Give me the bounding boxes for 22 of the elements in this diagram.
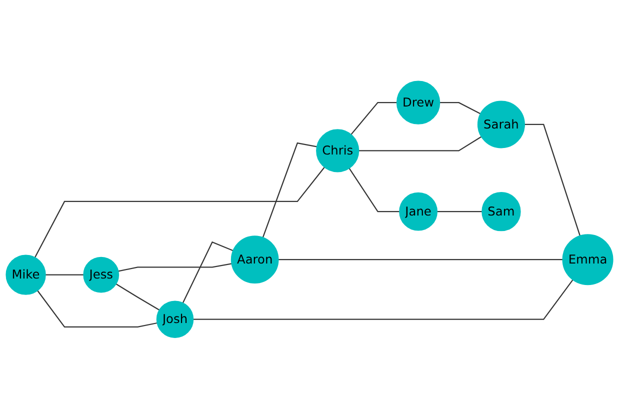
connector <box>182 241 234 303</box>
connector <box>118 262 232 272</box>
node-circle: Aaron <box>230 235 279 284</box>
node-circle: Drew <box>396 80 440 124</box>
connector <box>437 210 482 212</box>
connector <box>440 102 481 114</box>
node-circle: Mike <box>6 254 46 295</box>
connector <box>262 142 317 238</box>
connector <box>46 274 84 276</box>
connector <box>524 124 580 236</box>
connector <box>37 290 158 328</box>
connector <box>350 102 397 134</box>
connector <box>34 166 325 258</box>
connector <box>278 258 563 260</box>
node-circle: Emma <box>562 234 614 285</box>
node-circle: Sam <box>482 192 521 231</box>
node-circle: Chris <box>316 128 360 172</box>
connector <box>358 136 482 151</box>
node-circle: Sarah <box>477 100 525 148</box>
connector <box>348 168 400 212</box>
connector <box>116 283 160 310</box>
connector <box>193 279 574 320</box>
